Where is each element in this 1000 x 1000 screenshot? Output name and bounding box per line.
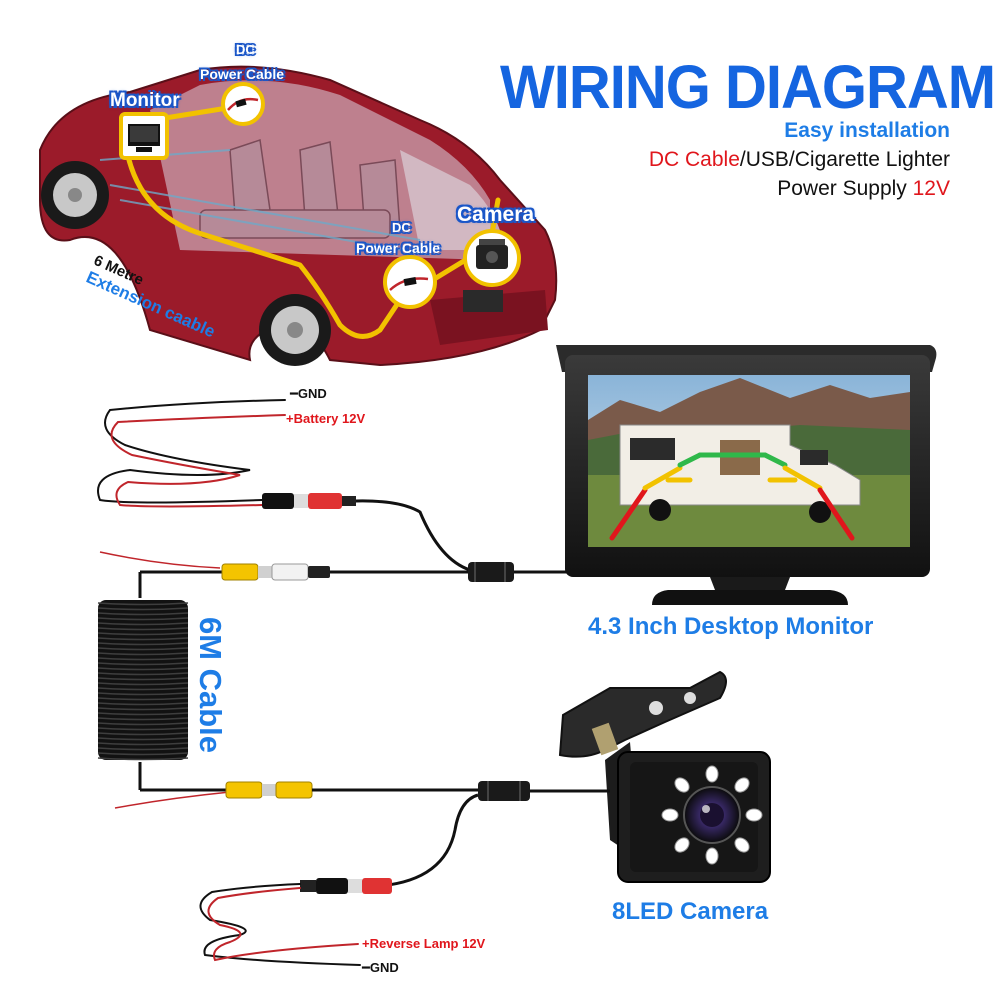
camera-led-ring: [661, 765, 763, 865]
reversing-camera: [558, 670, 771, 883]
top-power-wires: [97, 399, 286, 508]
coil-winding: [97, 687, 189, 691]
gnd-top-label: ━GND: [290, 386, 327, 401]
car-label-dc-top: DC: [236, 42, 255, 57]
coil-winding: [97, 667, 189, 671]
coil-winding: [97, 732, 189, 736]
coil-winding: [97, 677, 189, 681]
coil-winding: [97, 662, 189, 666]
monitor-caption: 4.3 Inch Desktop Monitor: [588, 613, 874, 640]
coil-winding: [97, 637, 189, 641]
coil-winding: [97, 737, 189, 741]
subtitle-easy-installation: Easy installation: [784, 119, 950, 142]
upper-rca-connectors: [99, 551, 330, 581]
coil-winding: [97, 682, 189, 686]
parking-guide-lines: [609, 452, 855, 541]
diagram-title: WIRING DIAGRAM: [500, 53, 996, 122]
car-window-rear: [400, 150, 505, 250]
camera-badge: [463, 229, 521, 287]
monitor-stand-neck: [710, 577, 790, 590]
video-splitter-connector: [468, 562, 514, 582]
car-label-power-cable-rear: Power Cable: [356, 240, 441, 256]
camera-power-lead: [379, 793, 479, 888]
lower-rca-connectors: [114, 781, 478, 809]
coil-winding: [97, 717, 189, 721]
bottom-power-connectors: [300, 878, 392, 894]
car-license-plate: [463, 290, 503, 312]
coil-winding: [97, 692, 189, 696]
coil-winding: [97, 757, 189, 761]
coil-winding: [97, 642, 189, 646]
monitor-badge: [119, 112, 169, 160]
car-bumper-rear: [430, 290, 548, 345]
car-wheel-rear: [259, 294, 331, 366]
subtitle-usb-cigarette: /USB/Cigarette Lighter: [739, 148, 950, 171]
battery-label: +Battery 12V: [286, 411, 366, 426]
top-power-connectors: [262, 493, 356, 509]
subtitle-power-supply: Power Supply 12V: [777, 177, 950, 201]
subtitle-power-supply-label: Power Supply: [777, 177, 913, 200]
coil-winding: [97, 627, 189, 631]
coil-winding: [97, 622, 189, 626]
coil-winding: [97, 712, 189, 716]
bottom-power-wires: [199, 883, 361, 966]
coil-winding: [97, 607, 189, 611]
reverse-lamp-label: +Reverse Lamp 12V: [362, 936, 486, 951]
coil-winding: [97, 697, 189, 701]
car-label-camera: Camera: [457, 203, 535, 226]
coil-winding: [97, 752, 189, 756]
car-label-dc-rear: DC: [392, 220, 411, 235]
car-label-monitor: Monitor: [110, 90, 180, 111]
coil-winding: [97, 707, 189, 711]
power-lead-to-splitter: [355, 499, 471, 572]
desktop-monitor: [556, 345, 937, 605]
coil-winding: [97, 672, 189, 676]
coil-winding: [97, 647, 189, 651]
coil-winding: [97, 702, 189, 706]
coil-winding: [97, 632, 189, 636]
cable-route-line: [122, 137, 501, 339]
camera-splitter-connector: [478, 781, 530, 801]
gnd-bottom-label: ━GND: [362, 960, 399, 975]
six-metre-cable-label: 6M Cable: [193, 616, 228, 754]
coil-winding: [97, 747, 189, 751]
camera-screw: [591, 722, 619, 756]
monitor-screen: [588, 375, 910, 547]
coil-winding: [97, 742, 189, 746]
coil-winding: [97, 722, 189, 726]
subtitle-dc-cable: DC Cable: [648, 148, 740, 171]
coil-winding: [97, 612, 189, 616]
camera-caption: 8LED Camera: [612, 898, 769, 925]
monitor-stand-base: [652, 590, 848, 605]
coil-winding: [97, 652, 189, 656]
car-seats: [199, 139, 401, 239]
coil-winding: [97, 602, 189, 606]
coil-winding: [97, 657, 189, 661]
coil-winding: [97, 617, 189, 621]
subtitle-voltage: 12V: [912, 177, 950, 200]
dc-cable-badge-rear: [383, 255, 437, 309]
car-label-power-cable-top: Power Cable: [200, 66, 285, 82]
dc-cable-badge-top: [221, 82, 265, 126]
six-metre-cable-coil: [97, 600, 189, 761]
subtitle-power-options: DC Cable/USB/Cigarette Lighter: [649, 148, 950, 172]
car-cutaway-illustration: [39, 65, 558, 367]
camera-mount-bracket: [558, 670, 727, 758]
coil-winding: [97, 727, 189, 731]
car-wheel-front: [41, 161, 109, 229]
